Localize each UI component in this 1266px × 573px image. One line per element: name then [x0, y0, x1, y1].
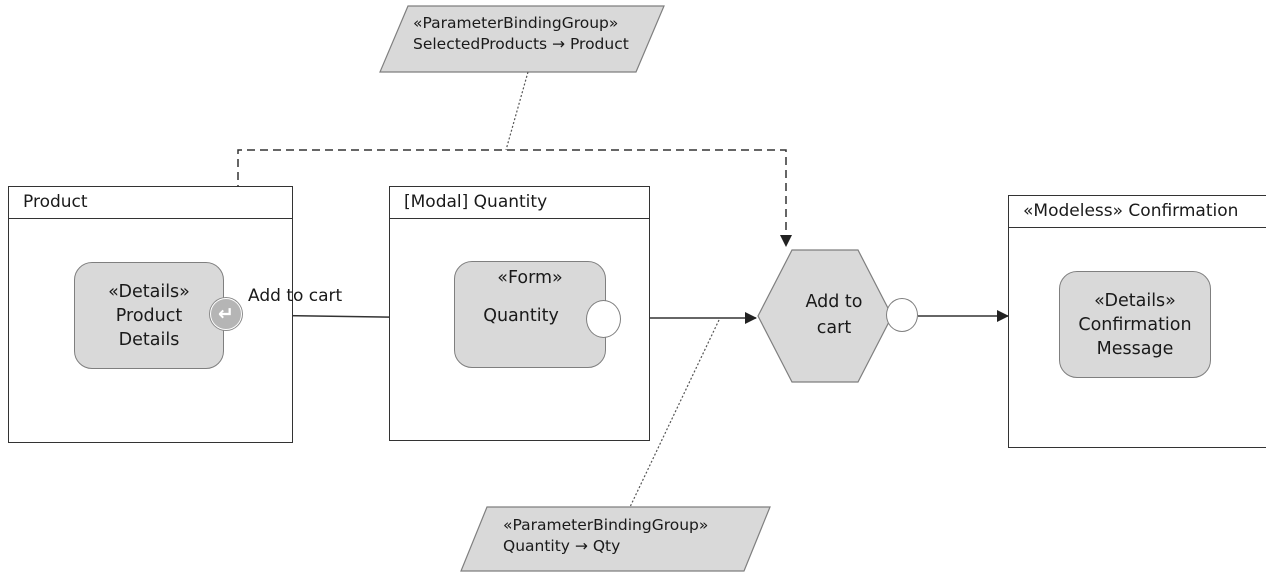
- action-output-port[interactable]: [886, 298, 918, 332]
- product-details-box[interactable]: «Details» Product Details: [74, 262, 224, 369]
- confirmation-message-line1: Confirmation: [1078, 314, 1192, 335]
- confirmation-message-stereotype: «Details»: [1094, 290, 1176, 311]
- top-note-stereotype: «ParameterBindingGroup»: [413, 14, 619, 32]
- action-label-line2: cart: [816, 318, 852, 338]
- top-note-binding: SelectedProducts → Product: [413, 35, 629, 53]
- add-to-cart-action-label: Add to cart: [789, 289, 879, 341]
- product-details-line2: Details: [118, 329, 180, 350]
- confirmation-container-title: «Modeless» Confirmation: [1009, 196, 1266, 228]
- return-arrow-icon[interactable]: ↵: [210, 298, 242, 330]
- product-details-line1: Product: [115, 305, 183, 326]
- quantity-form-box[interactable]: «Form» Quantity: [454, 261, 606, 368]
- quantity-output-port[interactable]: [586, 300, 621, 338]
- note-anchor-top: [505, 71, 529, 151]
- bottom-note-text: «ParameterBindingGroup» Quantity → Qty: [503, 515, 708, 557]
- parameter-binding-note-bottom[interactable]: [460, 506, 771, 572]
- product-container-title: Product: [9, 187, 292, 219]
- bottom-note-stereotype: «ParameterBindingGroup»: [503, 516, 709, 534]
- note-anchor-bottom: [629, 319, 720, 508]
- add-to-cart-edge-label: Add to cart: [248, 286, 343, 306]
- top-note-text: «ParameterBindingGroup» SelectedProducts…: [413, 13, 629, 55]
- product-details-stereotype: «Details»: [108, 281, 190, 302]
- parameter-binding-note-top[interactable]: [379, 5, 665, 73]
- quantity-form-stereotype: «Form»: [497, 268, 563, 288]
- bottom-note-binding: Quantity → Qty: [503, 537, 621, 555]
- action-label-line1: Add to: [805, 292, 863, 312]
- confirmation-message-line2: Message: [1096, 338, 1174, 359]
- quantity-container-title: [Modal] Quantity: [390, 187, 649, 219]
- confirmation-message-box[interactable]: «Details» Confirmation Message: [1059, 271, 1211, 378]
- quantity-form-label: Quantity: [483, 306, 559, 326]
